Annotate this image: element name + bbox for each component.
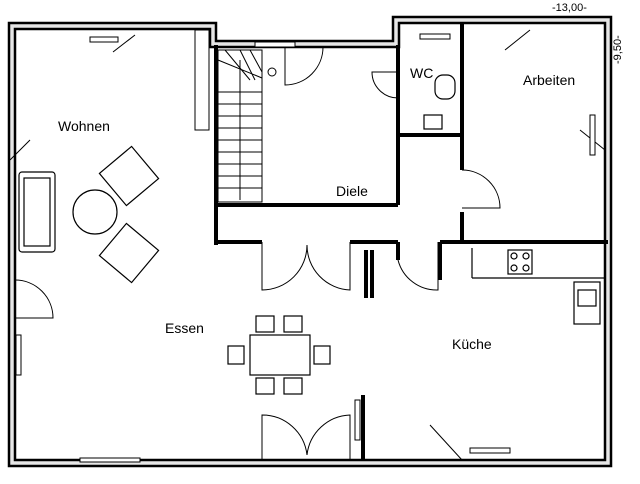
- room-label-kueche: Küche: [452, 336, 492, 352]
- dining-table: [249, 334, 311, 376]
- outer-walls: [7, 15, 613, 468]
- armchair: [98, 222, 160, 284]
- doors: [9, 29, 606, 461]
- furniture: [14, 74, 605, 460]
- stairs: [217, 49, 277, 203]
- room-label-diele: Diele: [336, 183, 368, 199]
- depth-dimension: -9,50-: [612, 35, 624, 64]
- windows: [15, 29, 596, 463]
- washbasin: [423, 114, 443, 130]
- interior-walls: [214, 23, 608, 460]
- room-label-essen: Essen: [165, 320, 204, 336]
- width-dimension: -13,00-: [552, 2, 587, 14]
- armchair: [98, 145, 160, 207]
- coffee-table: [72, 189, 118, 235]
- room-label-arbeiten: Arbeiten: [523, 72, 576, 88]
- room-label-wohnen: Wohnen: [58, 118, 110, 134]
- toilet: [434, 74, 456, 100]
- room-label-wc: WC: [410, 65, 434, 81]
